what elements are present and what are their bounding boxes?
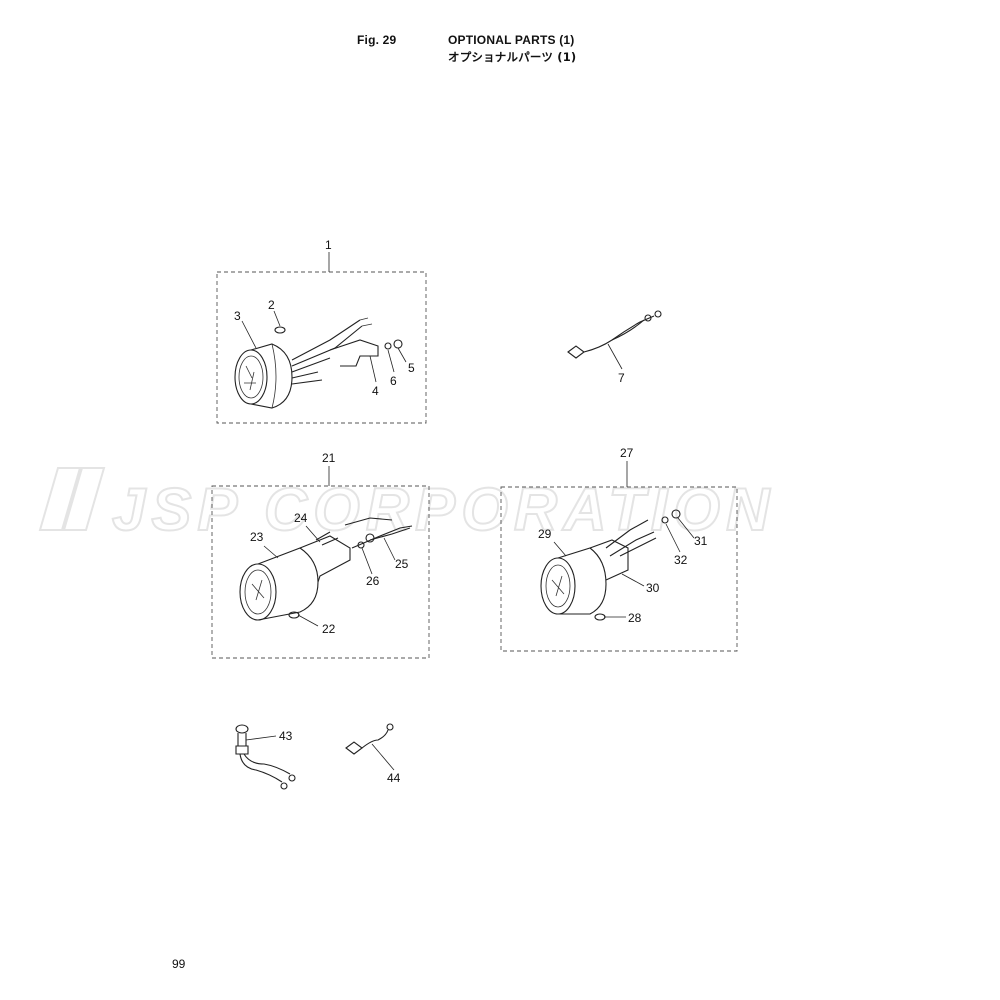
callout-labels: 1 2 3 4 5 6 7 21 22 23 24 25 26 27 28 29…: [234, 238, 708, 785]
gauge-assembly-27: [540, 509, 681, 621]
cable-part-7: [567, 310, 662, 359]
callout-26: 26: [366, 574, 380, 588]
callout-22: 22: [322, 622, 336, 636]
callout-2: 2: [268, 298, 275, 312]
group-box-1: [216, 271, 427, 424]
group-box-27: [500, 486, 738, 652]
page-number: 99: [172, 957, 186, 971]
callout-44: 44: [387, 771, 401, 785]
gauge-assembly-1: [234, 317, 403, 409]
figure-title-english: OPTIONAL PARTS (1): [448, 33, 575, 47]
callout-24: 24: [294, 511, 308, 525]
leader-lines: [241, 252, 695, 771]
callout-21: 21: [322, 451, 336, 465]
callout-1: 1: [325, 238, 332, 252]
group-box-21: [211, 485, 430, 659]
callout-43: 43: [279, 729, 293, 743]
callout-31: 31: [694, 534, 708, 548]
gauge-assembly-21: [239, 517, 413, 621]
watermark-text: JSP CORPORATION: [112, 476, 775, 543]
switch-part-43: [235, 724, 296, 790]
callout-4: 4: [372, 384, 379, 398]
watermark: JSP CORPORATION: [38, 467, 775, 544]
callout-5: 5: [408, 361, 415, 375]
figure-title-japanese: オプショナルパーツ (1): [448, 50, 577, 64]
callout-6: 6: [390, 374, 397, 388]
callout-23: 23: [250, 530, 264, 544]
cable-part-44: [345, 723, 394, 755]
callout-32: 32: [674, 553, 688, 567]
callout-7: 7: [618, 371, 625, 385]
callout-27: 27: [620, 446, 634, 460]
figure-number: Fig. 29: [357, 33, 397, 47]
callout-25: 25: [395, 557, 409, 571]
callout-3: 3: [234, 309, 241, 323]
callout-28: 28: [628, 611, 642, 625]
callout-29: 29: [538, 527, 552, 541]
callout-30: 30: [646, 581, 660, 595]
